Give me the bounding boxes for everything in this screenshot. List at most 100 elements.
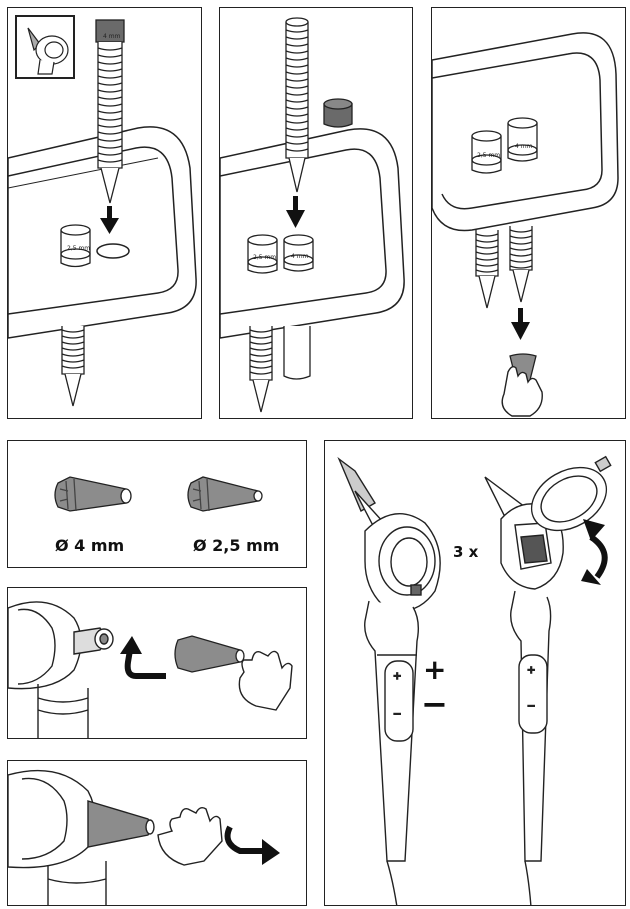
tube-ridge [97,110,123,114]
ear-tip-4mm [54,476,132,512]
cup-label: 2,5 mm [67,245,90,252]
tube-ridge [475,269,499,273]
tube-ridge [97,96,123,100]
tube-ridge [509,235,533,239]
press-count: 3 x [453,543,479,561]
tube-label: 4 mm [103,33,121,40]
attach-arrow-icon [120,636,166,679]
panel-tip-sizes: Ø 4 mm Ø 2,5 mm [7,440,307,568]
tip-tube-stack [285,17,309,193]
tube-ridge [61,347,85,351]
otoscope-head [8,769,155,905]
tube-ridge [97,68,123,72]
speculum-dispenser-holder [220,128,405,339]
empty-tube-below [283,326,311,380]
tube-ridge [285,57,309,61]
tip-tube-below [61,326,85,407]
tube-ridge [97,61,123,65]
tube-ridge [97,145,123,149]
tube-ridge [285,113,309,117]
arrow-down-icon [100,206,119,234]
hand-icon [238,650,293,711]
tube-ridge [285,92,309,96]
remove-arrow-icon [224,825,280,865]
tube-ridge [285,71,309,75]
tube-ridge [285,141,309,145]
tube-ridge [97,103,123,107]
hand-icon [501,365,543,417]
minus-icon: − [421,685,448,723]
tube-ridge [285,127,309,131]
otoscope-head-thumbnail [27,27,69,75]
tube-ridge [285,106,309,110]
panel-dispense-tip: 2,5 mm 4 mm [431,7,626,419]
tube-ridge [475,257,499,261]
panel-brightness-and-lens: + − 3 x + − + − [324,440,626,906]
otoscope-left: + − [337,456,441,905]
minus-small-icon-right: − [527,701,535,712]
tube-ridge [249,371,273,375]
panel-attach-tip [7,587,307,739]
cup-left-label: 2,5 mm [253,254,276,261]
tube-ridge [97,75,123,79]
tube-ridge [285,29,309,33]
panel-1-illustration: 2,5 mm 4 mm [8,15,197,407]
tip-tube-stack [95,19,125,204]
tube-ridge [285,50,309,54]
panel-stack-tips: 2,5 mm 4 mm [219,7,413,419]
plus-small-icon-right: + [527,665,535,676]
cup-right-label: 4 mm [515,143,533,150]
tube-ridge [97,54,123,58]
magnifier-lens-open [530,455,612,532]
arrow-down-icon [286,196,305,228]
tube-ridge [509,259,533,263]
cup-2-5mm [60,224,91,268]
tube-ridge [475,251,499,255]
tube-ridge [509,247,533,251]
tube-ridge [475,263,499,267]
tube-ridge [97,152,123,156]
empty-hole [96,243,130,259]
tube-ridge [97,117,123,121]
ear-tip-2-5mm [187,476,263,512]
panel-insert-tip-tube: 2,5 mm 4 mm [7,7,202,419]
tube-ridge [285,78,309,82]
tube-ridge [61,353,85,357]
tube-ridge [249,365,273,369]
tube-ridge [97,89,123,93]
tube-ridge [285,148,309,152]
tube-ridge [509,265,533,269]
tube-ridge [285,85,309,89]
tip-tube-left [475,230,499,309]
tube-ridge [97,159,123,163]
plus-icon: + [423,653,446,686]
tube-ridge [61,329,85,333]
cup-right-label: 4 mm [291,253,309,260]
tube-ridge [97,82,123,86]
tube-ridge [61,359,85,363]
tube-ridge [249,329,273,333]
tube-ridge [285,134,309,138]
size-label-2-5mm: Ø 2,5 mm [193,536,279,555]
tube-ridge [475,239,499,243]
tube-ridge [97,47,123,51]
tube-ridge [61,365,85,369]
tube-ridge [97,138,123,142]
tip-tube-right [509,226,533,303]
tube-ridge [249,359,273,363]
tube-ridge [285,64,309,68]
tube-ridge [475,245,499,249]
tube-ridge [249,341,273,345]
minus-small-icon: − [393,709,401,720]
cup-right [507,117,538,162]
cup-left [247,234,278,274]
hand-icon [157,806,223,866]
otoscope-right: + − [484,476,564,905]
ear-tip-in-hand [174,635,245,673]
panel-5-illustration [8,601,293,738]
panel-7-illustration: + − 3 x + − + − [337,455,612,905]
tube-ridge [285,36,309,40]
cup-right [283,234,314,272]
tube-ridge [249,353,273,357]
tube-ridge [475,233,499,237]
